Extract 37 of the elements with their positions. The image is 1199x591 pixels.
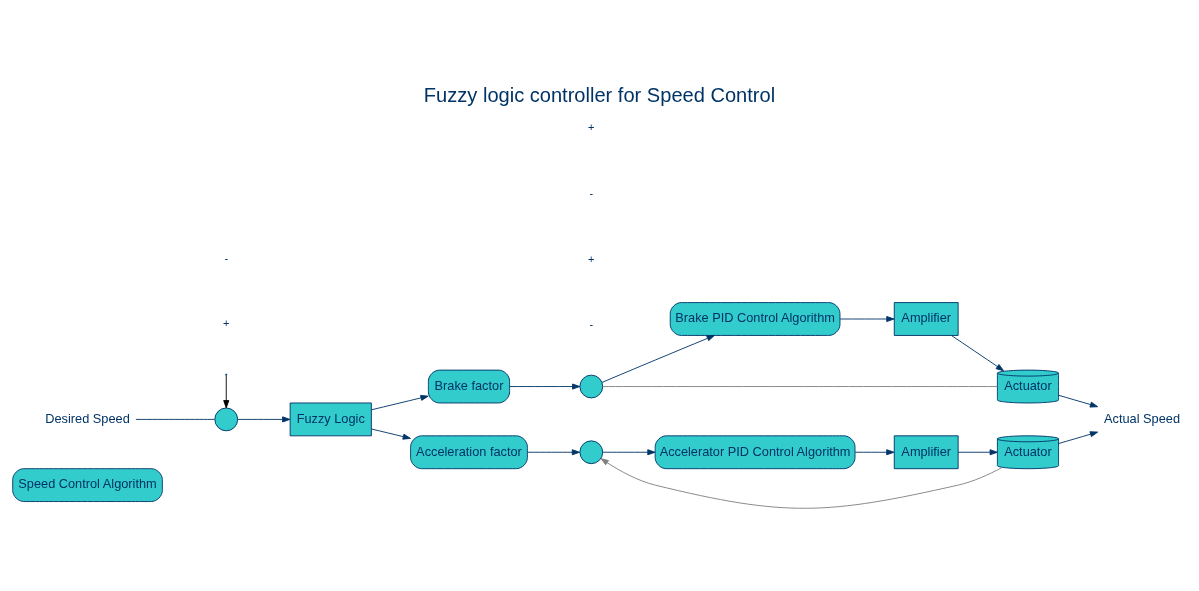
arrow	[371, 394, 429, 411]
node-box: Acceleration factor	[410, 435, 528, 470]
node-box: Amplifier	[893, 435, 959, 470]
arrow	[1058, 394, 1099, 408]
label: -	[224, 251, 229, 264]
arrow	[223, 375, 230, 409]
arrow	[237, 416, 291, 423]
connector	[602, 386, 998, 387]
label: +	[223, 317, 230, 330]
node-box: Brake factor	[427, 369, 511, 404]
diagram-title: Fuzzy logic controller for Speed Control	[423, 84, 776, 107]
arrow	[601, 335, 715, 383]
node-circle	[579, 374, 604, 399]
node-box: Accelerator PID Control Algorithm	[654, 435, 856, 470]
arrow	[600, 458, 1002, 509]
arrow	[509, 383, 581, 390]
connector	[135, 418, 216, 420]
label: +	[588, 121, 595, 134]
arrow	[957, 449, 998, 456]
node-box: Fuzzy Logic	[289, 402, 372, 437]
node-box: Amplifier	[893, 302, 959, 336]
arrow	[602, 449, 656, 456]
node-circle	[579, 440, 604, 465]
arrow	[951, 335, 1004, 372]
arrow	[854, 449, 895, 456]
arrow	[371, 428, 411, 440]
arrow	[839, 316, 895, 323]
node-box: Speed Control Algorithm	[12, 468, 163, 502]
node-text: Actual Speed	[1104, 410, 1181, 426]
node-circle	[214, 407, 239, 432]
label: -	[589, 318, 594, 331]
label: +	[588, 252, 595, 265]
arrow	[1058, 431, 1099, 444]
label: -	[589, 186, 594, 199]
arrow	[527, 449, 581, 456]
node-text: Desired Speed	[45, 410, 130, 426]
node-box: Brake PID Control Algorithm	[669, 302, 841, 336]
